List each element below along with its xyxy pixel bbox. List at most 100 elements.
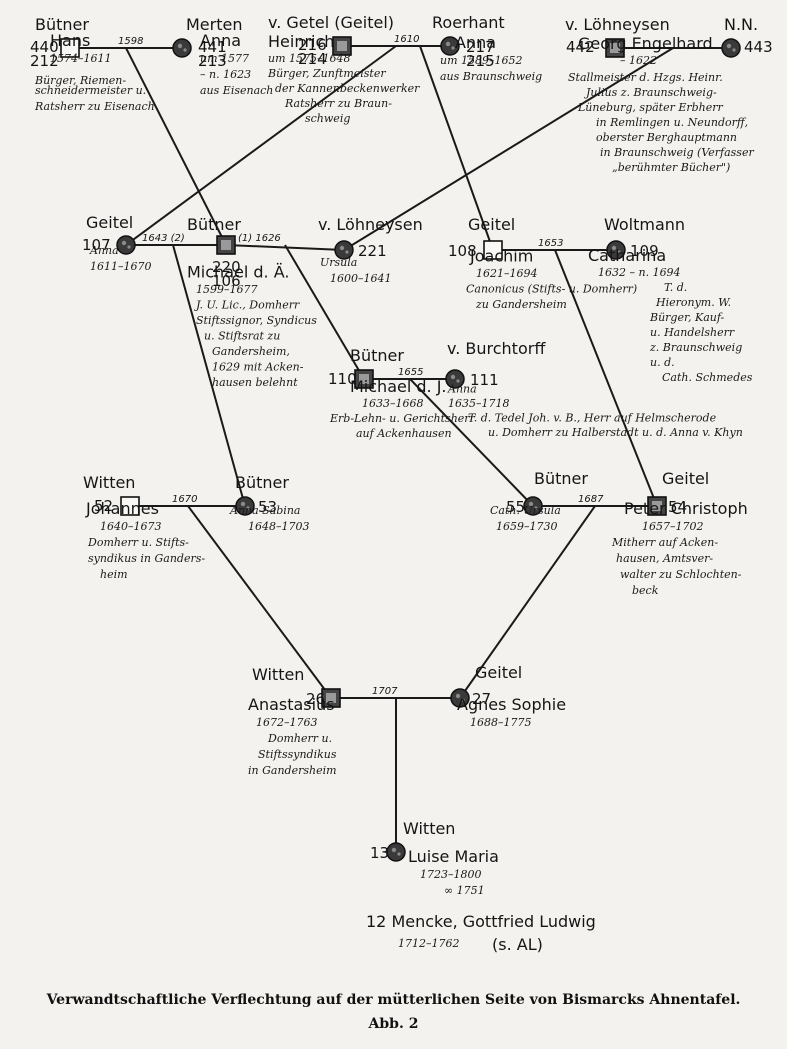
- person-detail: J. U. Lic., Domherr: [194, 299, 300, 312]
- person-detail: Heinrich: [268, 32, 334, 51]
- male-ancestor-symbol-icon: [605, 38, 625, 58]
- person-detail: 1657–1702: [642, 520, 704, 533]
- person-detail: Stiftssyndikus: [258, 748, 337, 761]
- ancestor-number: 220: [212, 258, 241, 276]
- person-detail: Michael d. J.: [350, 377, 447, 396]
- marriage-year: 1610: [394, 34, 419, 45]
- person-detail: beck: [632, 584, 659, 597]
- marriage-year: 1598: [118, 36, 143, 47]
- ancestor-number: 109: [630, 242, 659, 260]
- person-detail: u. Handelsherr: [650, 326, 735, 339]
- person-detail: z. Braunschweig: [649, 341, 742, 354]
- person-detail: heim: [100, 568, 128, 581]
- person-detail: Lüneburg, später Erbherr: [577, 101, 724, 114]
- person-detail: Catharina: [588, 246, 666, 265]
- marriage-year: (1) 1626: [238, 233, 281, 244]
- person-detail: in Braunschweig (Verfasser: [600, 146, 754, 159]
- person-detail: Cath. Ursula: [490, 504, 561, 517]
- ancestor-number: 106: [212, 272, 241, 290]
- person-detail: Domherr u.: [267, 732, 332, 745]
- person-detail: Cath. Schmedes: [662, 371, 753, 384]
- person-detail: 1611–1670: [90, 260, 152, 273]
- marriage-year: 1670: [172, 494, 197, 505]
- ancestor-number: 26: [306, 690, 325, 708]
- person-detail: schneidermeister u.: [35, 84, 146, 97]
- person-detail: 1659–1730: [496, 520, 558, 533]
- person-detail: 1621–1694: [476, 267, 538, 280]
- person-detail: Joachim: [469, 247, 533, 266]
- male-symbol-icon: [483, 240, 503, 260]
- person-surname: v. Löhneysen: [318, 215, 423, 234]
- spouse-reference: (s. AL): [492, 935, 543, 954]
- person-detail: Anna: [455, 33, 496, 52]
- spouse-name: 12 Mencke, Gottfried Ludwig: [366, 912, 596, 931]
- person-symbols: [60, 36, 741, 862]
- person-detail: 1600–1641: [330, 272, 392, 285]
- ancestor-number: 216: [298, 36, 327, 54]
- descent-line-212-106: [125, 47, 227, 246]
- person-detail: syndikus in Ganders-: [88, 552, 205, 565]
- marriage-year: 1643 (2): [142, 233, 185, 244]
- person-detail: in Remlingen u. Neundorff,: [596, 116, 748, 129]
- female-symbol-icon: [440, 36, 460, 56]
- person-detail: Ratsherr zu Braun-: [284, 97, 392, 110]
- ancestor-number: 110: [328, 370, 357, 388]
- person-surname: v. Burchtorff: [447, 339, 546, 358]
- ancestor-number: 443: [744, 38, 773, 56]
- marriage-year: 1655: [398, 367, 423, 378]
- female-symbol-icon: [334, 240, 354, 260]
- person-detail: – n. 1623: [200, 68, 251, 81]
- person-detail: Anna: [200, 31, 241, 50]
- ancestor-number: 214: [298, 50, 327, 68]
- person-detail: 1640–1673: [100, 520, 162, 533]
- person-detail: ∞ 1751: [444, 884, 485, 897]
- caption-figure: Abb. 2: [368, 1016, 419, 1032]
- person-detail: Anna: [89, 244, 119, 257]
- person-detail: hausen belehnt: [212, 376, 298, 389]
- female-symbol-icon: [450, 688, 470, 708]
- male-symbol-icon: [60, 38, 80, 58]
- person-detail: Ursula: [320, 256, 357, 269]
- ancestor-number: 221: [358, 242, 387, 260]
- person-detail: Domherr u. Stifts-: [87, 536, 189, 549]
- female-symbol-icon: [445, 369, 465, 389]
- person-detail: Georg Engelhard: [578, 34, 713, 53]
- person-detail: Stallmeister d. Hzgs. Heinr.: [568, 71, 723, 84]
- female-symbol-icon: [386, 842, 406, 862]
- ancestor-number: 442: [566, 38, 595, 56]
- person-detail: Erb-Lehn- u. Gerichtsherr: [329, 412, 476, 425]
- person-detail: T. d.: [664, 281, 687, 294]
- ancestor-number: 212: [30, 52, 59, 70]
- person-detail: Hieronym. W.: [655, 296, 731, 309]
- female-symbol-icon: [116, 235, 136, 255]
- person-detail: um 1575–1648: [268, 52, 351, 65]
- male-symbol-icon: [120, 496, 140, 516]
- male-ancestor-symbol-icon: [354, 369, 374, 389]
- person-detail: Bürger, Zunftmeister: [267, 67, 386, 80]
- male-ancestor-symbol-icon: [647, 496, 667, 516]
- person-surname: v. Getel (Geitel): [268, 13, 394, 32]
- ancestor-number: 108: [448, 242, 477, 260]
- person-detail: 1648–1703: [248, 520, 310, 533]
- person-detail: Michael d. Ä.: [187, 263, 289, 282]
- person-detail: schweig: [305, 112, 350, 125]
- person-detail: „berühmter Bücher"): [612, 161, 730, 174]
- person-surname: Geitel: [86, 213, 133, 232]
- person-surname: v. Löhneysen: [565, 15, 670, 34]
- person-surname: Geitel: [662, 469, 709, 488]
- person-surname: Bütner: [350, 346, 404, 365]
- person-detail: – 1622: [620, 54, 657, 67]
- ancestor-number: 217: [466, 38, 495, 56]
- person-surname: Geitel: [468, 215, 515, 234]
- person-detail: Peter Christoph: [624, 499, 748, 518]
- descent-line-110-55: [409, 378, 534, 507]
- person-detail: aus Braunschweig: [440, 70, 542, 83]
- descent-line-214-107: [125, 45, 397, 246]
- male-ancestor-symbol-icon: [332, 36, 352, 56]
- person-detail: hausen, Amtsver-: [616, 552, 713, 565]
- ancestor-number: 107: [82, 236, 111, 254]
- person-surname: Witten: [252, 665, 304, 684]
- person-detail: Luise Maria: [408, 847, 499, 866]
